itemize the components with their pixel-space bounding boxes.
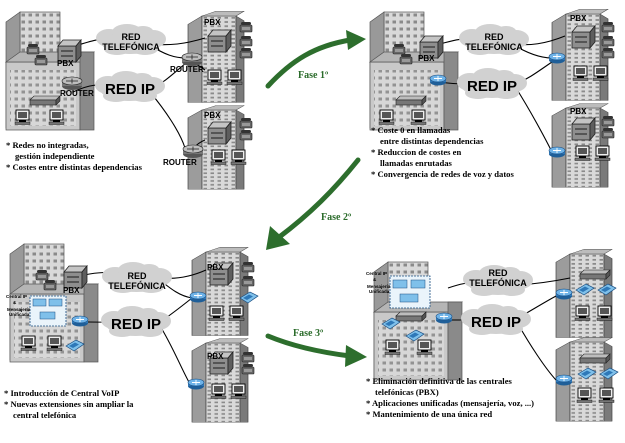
- pbx-icon: [63, 265, 88, 289]
- switch-icon: [579, 353, 611, 364]
- router-label: ROUTER: [170, 65, 204, 74]
- switch-icon: [395, 311, 427, 322]
- ip-router-icon: [555, 374, 573, 386]
- phase-2-label: Fase 2º: [321, 212, 352, 223]
- pbx-label: PBX: [204, 111, 221, 120]
- switch-icon: [29, 95, 61, 106]
- note-line: * Aplicaciones unificadas (mensajería, v…: [366, 398, 535, 408]
- pbx-icon: [207, 29, 232, 53]
- notes-phase-3: * Eliminación definitiva de las centrale…: [366, 376, 534, 420]
- notes-phase-0: * Redes no integradas,gestión independie…: [6, 140, 142, 173]
- red-ip-cloud: RED IP: [457, 68, 527, 99]
- ip-router-icon: [429, 74, 447, 86]
- pbx-label: PBX: [57, 59, 74, 68]
- cloud-label-line2: TELEFÓNICA: [108, 280, 166, 291]
- phase-2-arrow: [266, 157, 361, 250]
- pbx-label: PBX: [207, 352, 224, 361]
- pbx-label: PBX: [570, 14, 587, 23]
- cloud-label-red-ip: RED IP: [471, 314, 521, 331]
- cloud-label-line2: TELEFÓNICA: [102, 41, 160, 52]
- pbx-icon: [571, 25, 596, 49]
- central-ip-panel: [389, 275, 431, 309]
- phase-1-scenario: RED TELEFÓNICA RED IP PBX PBX PBX: [369, 8, 615, 188]
- cloud-label-line2: TELEFÓNICA: [469, 277, 527, 288]
- note-line: central telefónica: [13, 410, 77, 420]
- red-telefonica-cloud: RED TELEFÓNICA: [459, 24, 529, 55]
- cloud-label-line1: RED: [127, 271, 147, 281]
- note-line: * Coste 0 en llamadas: [371, 125, 451, 135]
- notes-phase-2: * Introducción de Central VoIP* Nuevas e…: [4, 388, 133, 421]
- note-line: * Costes entre distintas dependencias: [6, 162, 142, 172]
- note-line: telefónicas (PBX): [375, 387, 439, 397]
- cloud-label-line1: RED: [488, 268, 508, 278]
- ip-router-icon: [548, 52, 566, 64]
- cloud-label-line1: RED: [484, 32, 504, 42]
- red-ip-cloud: RED IP: [95, 71, 165, 102]
- pbx-label: PBX: [204, 18, 221, 27]
- cloud-label-line2: TELEFÓNICA: [465, 41, 523, 52]
- ip-router-icon: [548, 146, 566, 158]
- ip-router-icon: [71, 315, 89, 327]
- cloud-label-red-ip: RED IP: [467, 78, 517, 95]
- mensajeria-label: Mensajería: [7, 307, 31, 312]
- central-ip-panel: [29, 295, 67, 327]
- note-line: * Nuevas extensiones sin ampliar la: [4, 399, 134, 409]
- pbx-label: PBX: [570, 107, 587, 116]
- red-ip-cloud: RED IP: [101, 306, 171, 337]
- red-ip-cloud: RED IP: [461, 304, 531, 335]
- phase-1-label: Fase 1º: [298, 70, 329, 81]
- note-line: * Convergencia de redes de voz y datos: [371, 169, 514, 179]
- pbx-icon: [207, 121, 232, 145]
- cloud-label-red-ip: RED IP: [105, 81, 155, 98]
- cloud-label-red-ip: RED IP: [111, 316, 161, 333]
- central-ip-amp: &: [373, 277, 377, 282]
- router-icon: [182, 144, 204, 159]
- router-label: ROUTER: [163, 158, 197, 167]
- phase-0-scenario: RED TELEFÓNICA RED IP PBX ROUTER PBX ROU…: [5, 10, 253, 190]
- unificada-label: Unificada: [369, 289, 390, 294]
- phase-3-scenario: RED TELEFÓNICA RED IP Central IP & Mensa…: [366, 249, 619, 422]
- note-line: * Redes no integradas,: [6, 140, 89, 150]
- red-telefonica-cloud: RED TELEFÓNICA: [96, 24, 166, 55]
- ip-router-icon: [435, 312, 453, 324]
- router-label: ROUTER: [60, 89, 94, 98]
- mensajeria-label: Mensajería: [367, 284, 391, 289]
- ip-router-icon: [555, 288, 573, 300]
- phase-2-scenario: RED TELEFÓNICA RED IP Central IP & Mensa…: [6, 243, 259, 423]
- note-line: * Mantenimiento de una única red: [366, 409, 493, 419]
- phase-3-arrow: [265, 333, 367, 367]
- red-telefonica-cloud: RED TELEFÓNICA: [463, 265, 533, 296]
- note-line: entre distintas dependencias: [380, 136, 484, 146]
- pbx-icon: [571, 117, 596, 141]
- switch-icon: [579, 269, 611, 280]
- note-line: * Eliminación definitiva de las centrale…: [366, 376, 512, 386]
- phone-icon: [239, 21, 253, 59]
- phase-3-label: Fase 3º: [293, 328, 324, 339]
- unificada-label: Unificada: [9, 312, 30, 317]
- central-ip-amp: &: [13, 300, 17, 305]
- branch-building-upper: [191, 247, 249, 336]
- ip-router-icon: [189, 291, 207, 303]
- phase-1-arrow: [265, 30, 366, 89]
- central-ip-label: Central IP: [6, 294, 27, 299]
- pbx-label: PBX: [207, 263, 224, 272]
- branch-building-lower: [551, 103, 609, 188]
- note-line: gestión independiente: [15, 151, 95, 161]
- ip-router-icon: [187, 378, 205, 390]
- pbx-label: PBX: [63, 286, 80, 295]
- note-line: * Reduccion de costes en: [371, 147, 462, 157]
- pbx-label: PBX: [418, 54, 435, 63]
- note-line: llamadas enrutadas: [380, 158, 452, 168]
- phone-icon: [601, 21, 615, 59]
- note-line: * Introducción de Central VoIP: [4, 388, 120, 398]
- red-telefonica-cloud: RED TELEFÓNICA: [102, 262, 172, 293]
- cloud-label-line1: RED: [121, 32, 141, 42]
- switch-icon: [395, 95, 427, 106]
- central-ip-label: Central IP: [366, 271, 387, 276]
